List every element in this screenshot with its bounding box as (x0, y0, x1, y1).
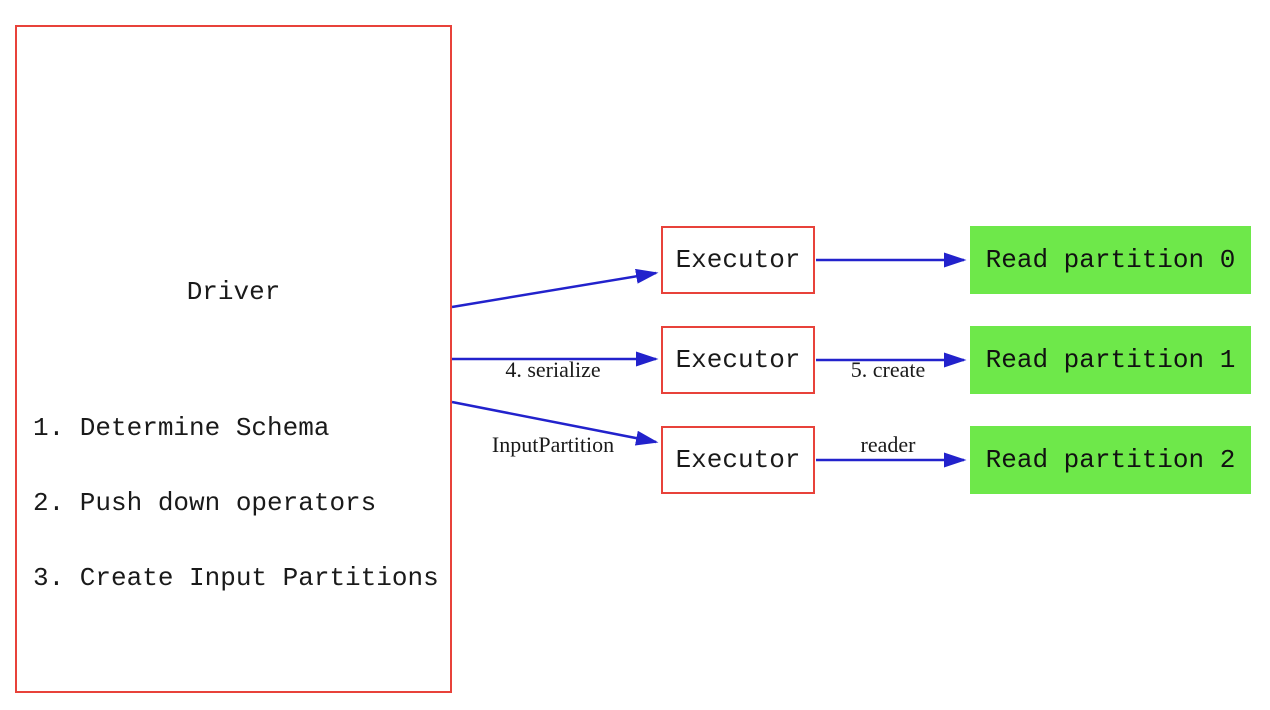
edge-label-create-reader-line2: reader (860, 432, 916, 457)
partition-1-label: Read partition 1 (985, 345, 1236, 375)
partition-2-label: Read partition 2 (985, 445, 1236, 475)
executor-box-2: Executor (661, 326, 815, 394)
partition-box-1: Read partition 1 (970, 326, 1251, 394)
executor-box-1: Executor (661, 226, 815, 294)
arrow-driver-to-executor-1 (451, 268, 659, 309)
executor-2-label: Executor (675, 345, 801, 375)
edge-label-create-reader: 5. create reader (820, 307, 956, 507)
driver-step-3: 3. Create Input Partitions (33, 563, 439, 593)
driver-step-2: 2. Push down operators (33, 488, 377, 518)
executor-3-label: Executor (675, 445, 801, 475)
driver-step-1: 1. Determine Schema (33, 413, 330, 443)
executor-1-label: Executor (675, 245, 801, 275)
edge-label-serialize: 4. serialize InputPartition (458, 307, 648, 507)
edge-label-serialize-line2: InputPartition (491, 432, 615, 457)
driver-steps: 1. Determine Schema 2. Push down operato… (33, 366, 439, 641)
edge-label-create-reader-line1: 5. create (850, 357, 926, 382)
partition-0-label: Read partition 0 (985, 245, 1236, 275)
partition-box-2: Read partition 2 (970, 426, 1251, 494)
driver-box: Driver 1. Determine Schema 2. Push down … (15, 25, 452, 693)
executor-box-3: Executor (661, 426, 815, 494)
edge-label-serialize-line1: 4. serialize (505, 357, 601, 382)
partition-box-0: Read partition 0 (970, 226, 1251, 294)
driver-title: Driver (186, 277, 281, 307)
